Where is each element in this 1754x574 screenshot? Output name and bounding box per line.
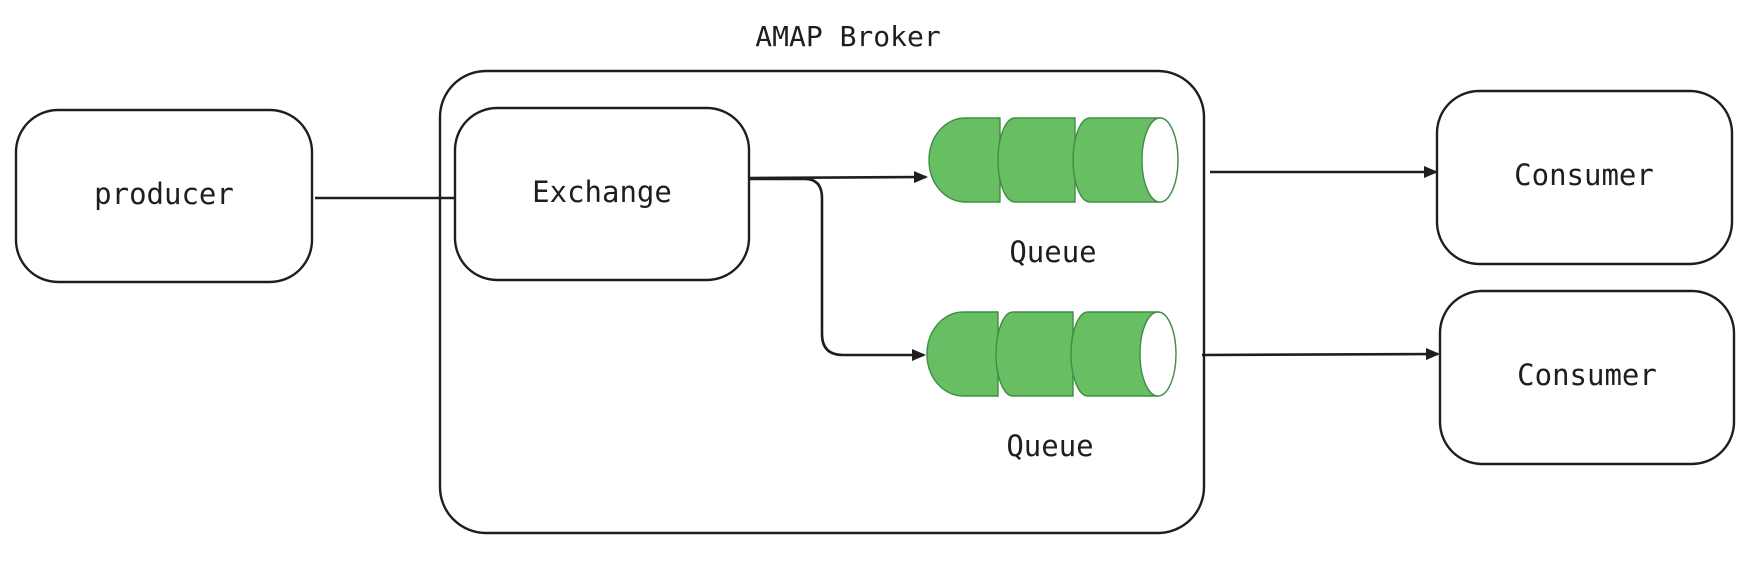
producer-label: producer	[94, 177, 234, 211]
consumer-node-1: Consumer	[1435, 89, 1734, 266]
exchange-label: Exchange	[532, 175, 672, 209]
exchange-to-queue-2-arrow	[750, 177, 926, 361]
queue-2	[926, 311, 1177, 397]
producer-node: producer	[14, 108, 314, 284]
queue-2-to-consumer-arrow	[1201, 348, 1440, 361]
queue-1	[928, 117, 1179, 203]
exchange-node: Exchange	[453, 106, 751, 282]
queue-2-label: Queue	[1006, 429, 1093, 463]
consumer-node-2: Consumer	[1438, 289, 1736, 466]
queue-1-label: Queue	[1009, 235, 1096, 269]
broker-title: AMAP Broker	[755, 20, 940, 53]
consumer-1-label: Consumer	[1514, 158, 1654, 192]
consumer-2-label: Consumer	[1517, 358, 1657, 392]
